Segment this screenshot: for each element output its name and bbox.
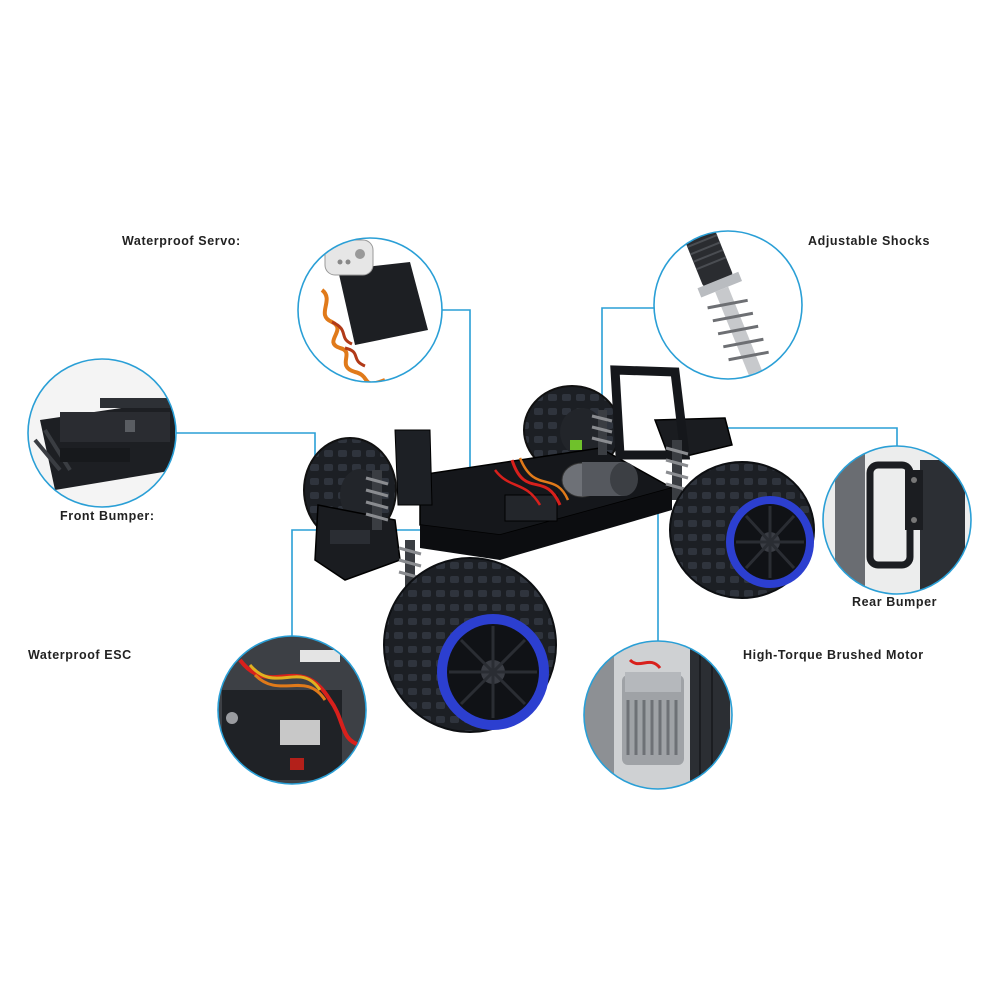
rear-bumper-connector bbox=[693, 427, 898, 446]
front-bumper-label: Front Bumper: bbox=[60, 509, 155, 523]
motor-detail-circle bbox=[583, 640, 733, 790]
front-bumper-icon bbox=[28, 360, 176, 507]
servo-icon bbox=[320, 239, 428, 382]
rear-bumper-label: Rear Bumper bbox=[852, 595, 938, 609]
shocks-detail-circle bbox=[653, 230, 803, 380]
rear-bumper-detail-circle bbox=[822, 445, 972, 595]
front-bumper-detail-circle bbox=[27, 358, 177, 508]
esc-label: Waterproof ESC bbox=[28, 648, 132, 662]
front-shock bbox=[365, 470, 389, 530]
chassis-esc bbox=[504, 494, 558, 522]
servo-connector bbox=[439, 309, 471, 478]
chassis bbox=[314, 365, 733, 590]
shocks-connector bbox=[601, 307, 655, 410]
esc-detail-circle bbox=[217, 635, 367, 785]
chassis-motor bbox=[561, 462, 638, 498]
front-right-wheel bbox=[383, 557, 557, 733]
shocks-label: Adjustable Shocks bbox=[808, 234, 931, 248]
rear-right-wheel bbox=[669, 461, 815, 599]
servo-detail-circle bbox=[297, 237, 443, 383]
front-bumper-connector bbox=[175, 432, 316, 505]
rear-shock bbox=[665, 440, 689, 500]
callout-connectors bbox=[175, 307, 898, 641]
rear-bumper-icon bbox=[823, 446, 971, 594]
servo-label: Waterproof Servo: bbox=[122, 234, 241, 248]
motor-label: High-Torque Brushed Motor bbox=[743, 648, 924, 662]
rear-left-shock bbox=[591, 410, 613, 455]
rc-truck bbox=[303, 365, 815, 733]
